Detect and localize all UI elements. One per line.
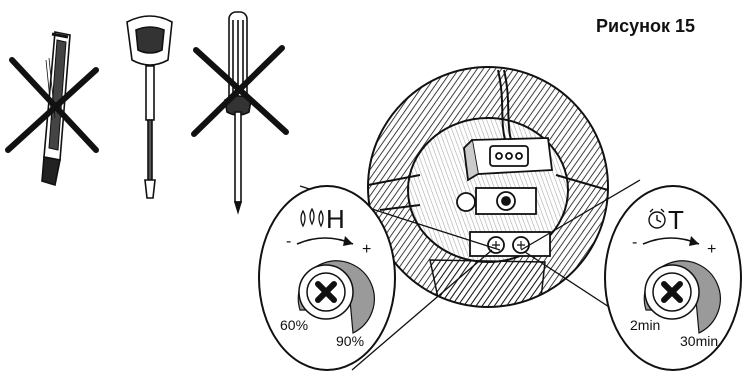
timer-plus: + xyxy=(707,241,716,258)
humidity-max-label: 90% xyxy=(336,333,364,349)
humidity-min-label: 60% xyxy=(280,317,308,333)
humidity-letter: H xyxy=(326,204,345,234)
timer-letter: T xyxy=(668,205,684,235)
cross-screwdriver-icon xyxy=(225,12,251,212)
timer-max-label: 30min xyxy=(680,333,718,349)
humidity-minus: - xyxy=(286,233,291,250)
humidity-dial: H - + 60% 90% xyxy=(259,186,395,370)
timer-dial: T - + 2min 30min xyxy=(605,186,741,370)
timer-minus: - xyxy=(632,234,637,251)
humidity-plus: + xyxy=(362,241,371,258)
flat-screwdriver-icon xyxy=(127,16,172,198)
timer-min-label: 2min xyxy=(630,317,660,333)
terminal-box-illustration xyxy=(368,67,608,307)
